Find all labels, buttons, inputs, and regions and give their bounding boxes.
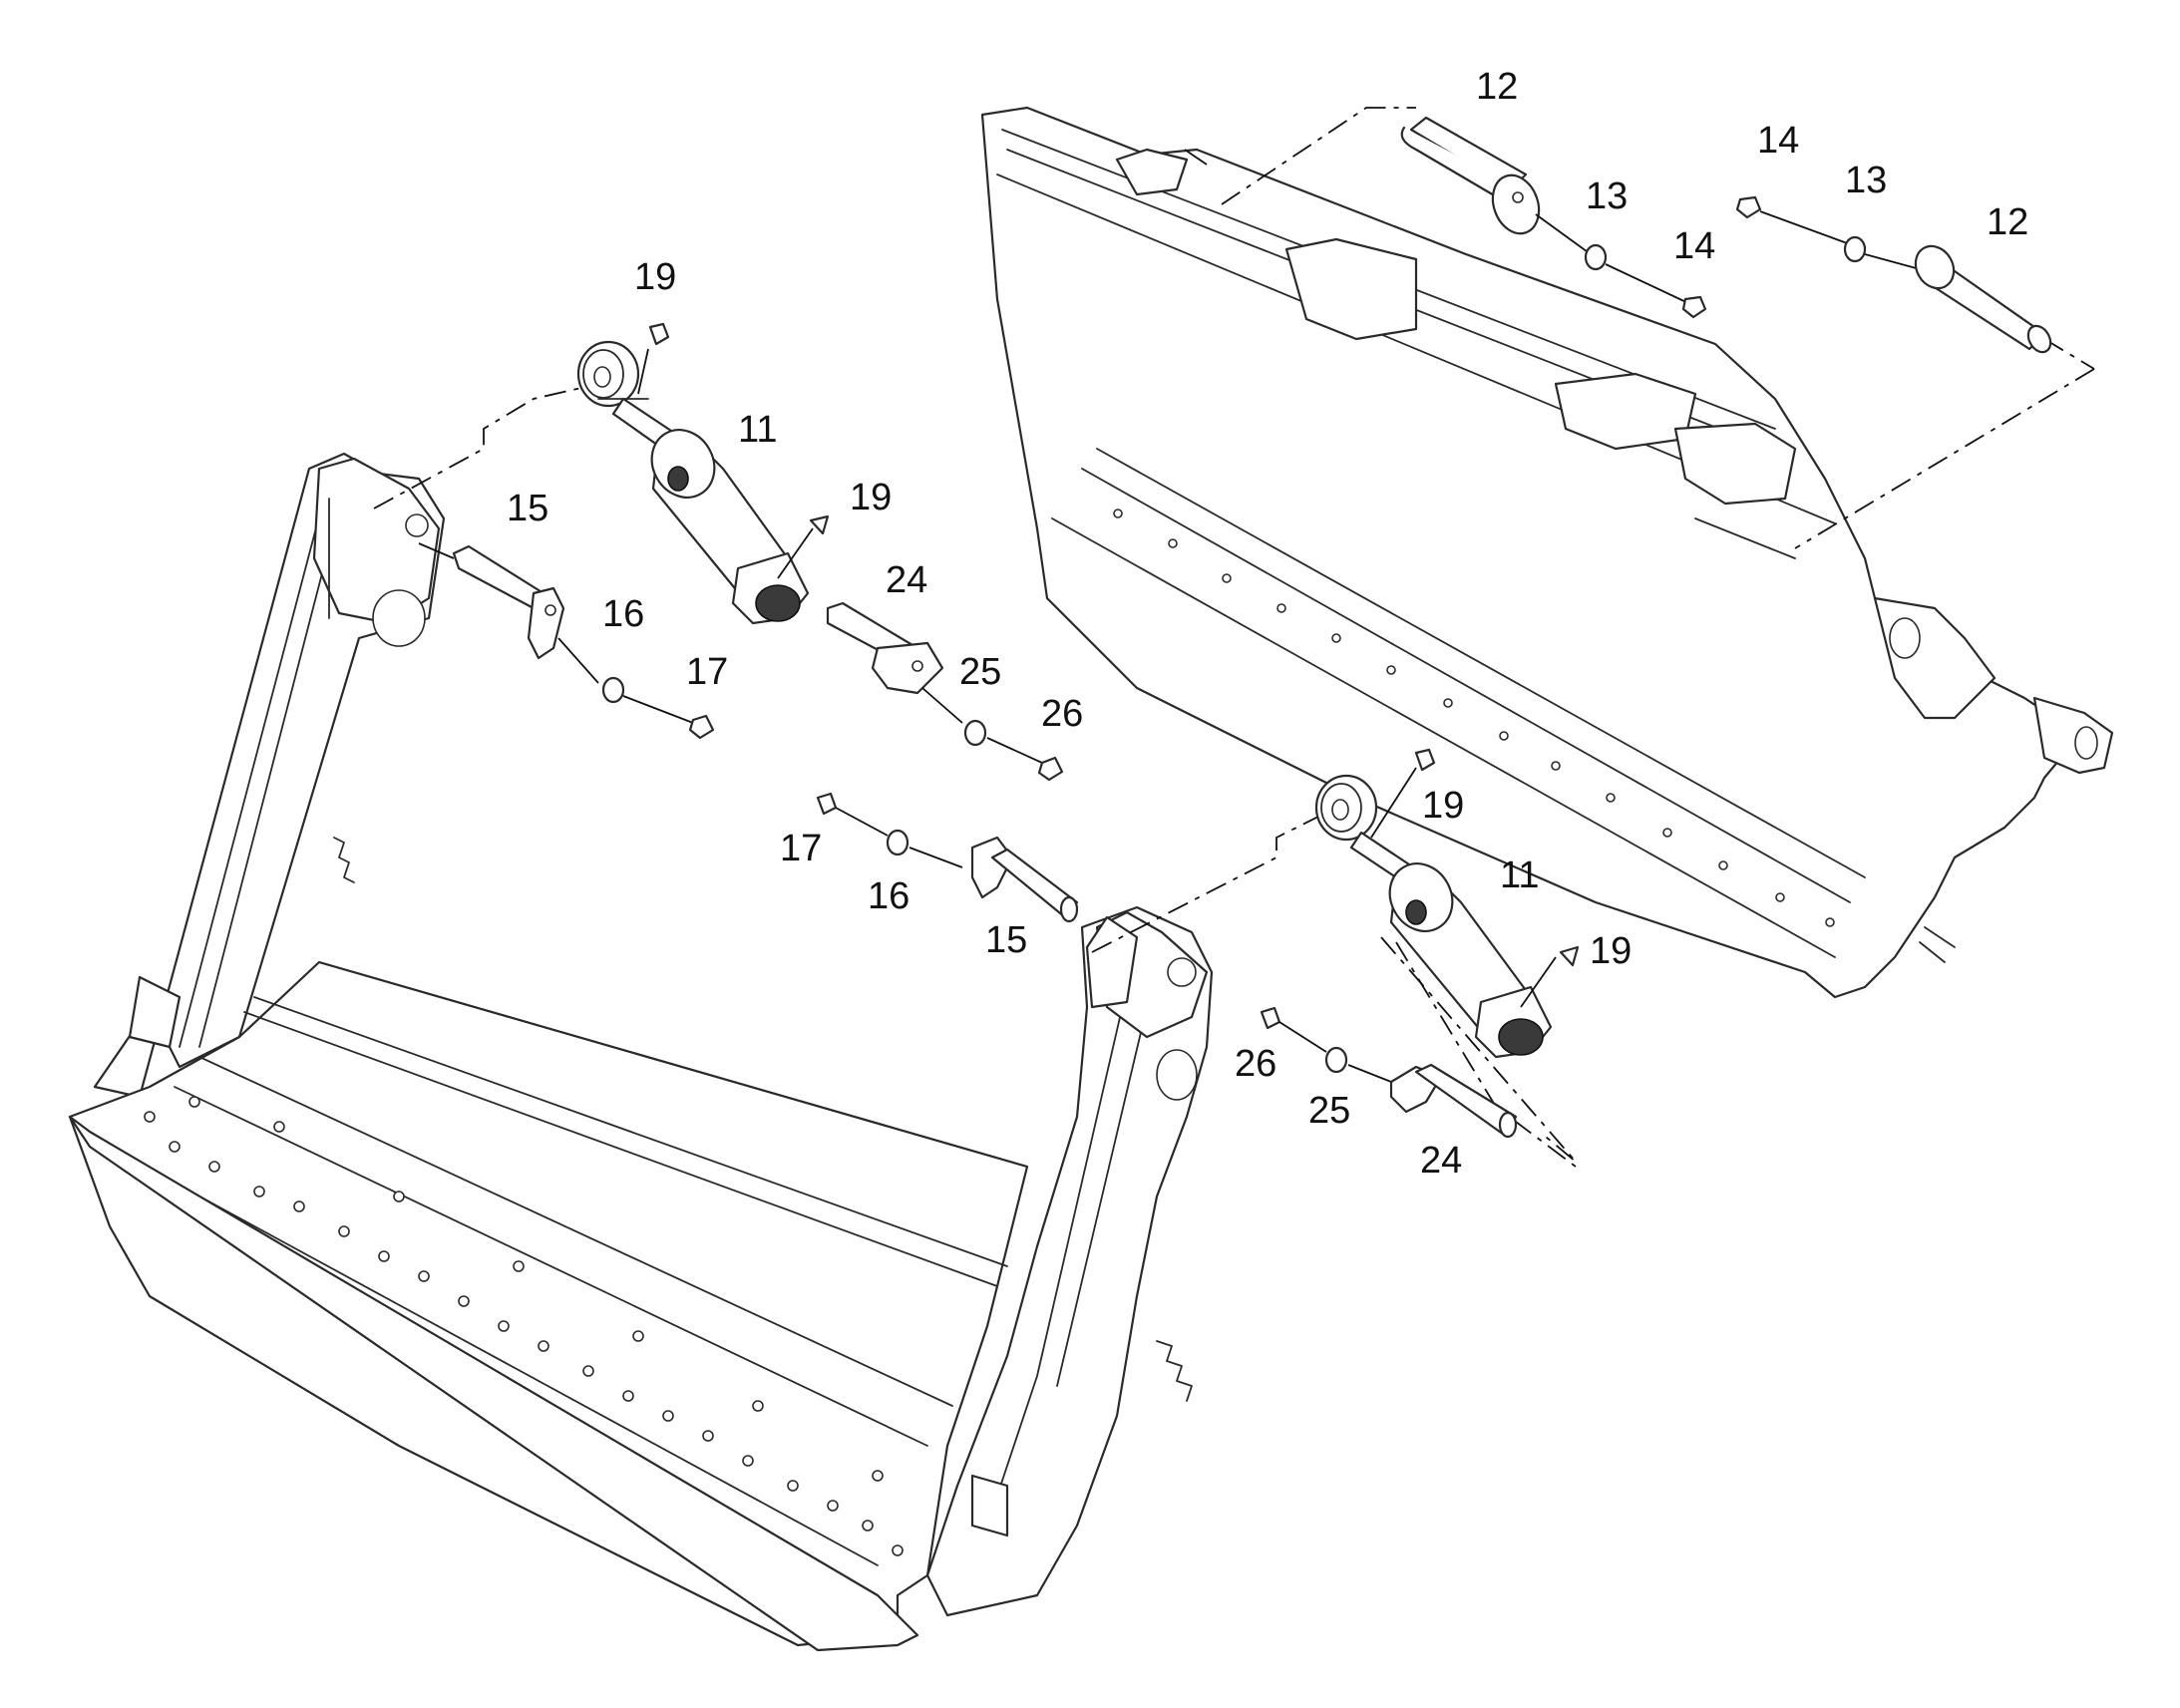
- bolt-19-d: [1559, 945, 1580, 967]
- pin-assembly-upper-left: [1400, 116, 1707, 319]
- pin-assembly-15-upper: [418, 542, 715, 740]
- callout-17: 17: [686, 651, 729, 693]
- assembly-lines: [373, 107, 2095, 1168]
- callout-24: 24: [886, 559, 928, 601]
- callout-19: 19: [634, 256, 677, 298]
- callout-16: 16: [602, 593, 645, 635]
- callout-12: 12: [1476, 66, 1519, 108]
- callout-15: 15: [507, 488, 549, 529]
- callout-25: 25: [959, 651, 1002, 693]
- bolt-19-a: [648, 322, 670, 346]
- callout-16: 16: [868, 875, 910, 917]
- callout-19: 19: [850, 477, 893, 518]
- pin-assembly-24-upper: [826, 601, 1064, 782]
- callout-14: 14: [1673, 225, 1716, 267]
- callout-11: 11: [1500, 854, 1540, 896]
- callout-19: 19: [1590, 930, 1633, 972]
- cylinder-lower: [1314, 767, 1557, 1059]
- front-bucket: [68, 452, 1214, 1652]
- cylinder-upper: [576, 340, 810, 625]
- callout-13: 13: [1586, 175, 1629, 217]
- callout-11: 11: [738, 409, 778, 451]
- bucket-bolt-holes: [144, 1096, 904, 1556]
- callout-26: 26: [1235, 1043, 1277, 1085]
- callout-13: 13: [1845, 160, 1888, 201]
- pin-assembly-24-lower: [1260, 1006, 1518, 1139]
- bolt-19-b: [809, 514, 830, 535]
- callout-17: 17: [780, 828, 823, 869]
- callout-25: 25: [1308, 1090, 1351, 1132]
- callout-26: 26: [1041, 693, 1084, 735]
- rear-blade: [980, 106, 2114, 999]
- blade-bolt-holes: [1113, 509, 1835, 927]
- callout-15: 15: [985, 919, 1028, 961]
- pin-assembly-15-lower: [816, 792, 1079, 923]
- callout-19: 19: [1422, 785, 1465, 827]
- callout-14: 14: [1757, 120, 1800, 162]
- pin-assembly-upper-right: [1735, 195, 2052, 354]
- callout-24: 24: [1420, 1140, 1463, 1182]
- bolt-19-c: [1414, 748, 1436, 772]
- callout-12: 12: [1987, 201, 2029, 243]
